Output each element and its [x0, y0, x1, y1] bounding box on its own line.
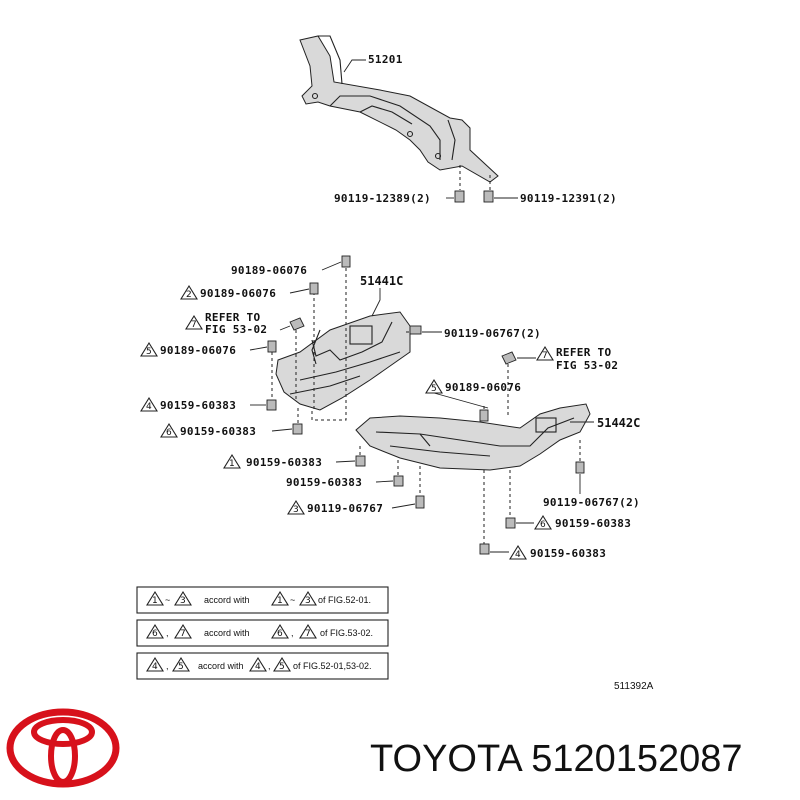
clip-icon: [290, 318, 304, 330]
svg-text:of FIG.52-01.: of FIG.52-01.: [318, 595, 371, 605]
svg-text:4: 4: [515, 550, 521, 560]
bolt-icon: [310, 283, 318, 294]
bolt-icon: [480, 410, 488, 421]
svg-text:of FIG.52-01,53-02.: of FIG.52-01,53-02.: [293, 661, 372, 671]
bolt-icon: [267, 400, 276, 410]
brand-name: TOYOTA: [370, 738, 521, 780]
label-90119-06767-3: 90119-06767: [307, 502, 383, 515]
label-90189-06076-5r: 90189-06076: [445, 381, 521, 394]
svg-text:,: ,: [166, 661, 169, 671]
bolt-icon: [342, 256, 350, 267]
brand-caption: TOYOTA 5120152087: [370, 738, 743, 781]
label-90189-06076-5: 90189-06076: [160, 344, 236, 357]
svg-text:accord with: accord with: [204, 628, 250, 638]
svg-text:of FIG.53-02.: of FIG.53-02.: [320, 628, 373, 638]
label-90119-06767-2x: 90119-06767(2): [444, 327, 541, 340]
under-cover-51442c: [356, 404, 590, 470]
label-90159-60383-6r: 90159-60383: [555, 517, 631, 530]
svg-text:,: ,: [166, 628, 169, 638]
svg-text:2: 2: [186, 290, 192, 300]
bolt-icon: [410, 326, 421, 334]
svg-text:4: 4: [152, 662, 158, 672]
svg-text:5: 5: [279, 662, 285, 672]
refer-to-label-right: REFER TO: [556, 346, 611, 359]
svg-text:7: 7: [305, 629, 311, 639]
label-90119-06767-2r: 90119-06767(2): [543, 496, 640, 509]
svg-text:4: 4: [146, 402, 152, 412]
note-row-3: 4 , 5 accord with 4 , 5 of FIG.52-01,53-…: [137, 653, 388, 679]
bolt-icon: [576, 462, 584, 473]
svg-text:3: 3: [305, 596, 311, 606]
svg-text:accord with: accord with: [198, 661, 244, 671]
svg-text:,: ,: [291, 628, 294, 638]
bolt-icon: [480, 544, 489, 554]
clip-icon: [502, 352, 516, 364]
svg-text:3: 3: [293, 505, 299, 515]
svg-text:5: 5: [431, 384, 437, 394]
svg-text:,: ,: [268, 661, 271, 671]
bolt-icon: [506, 518, 515, 528]
bolt-icon: [268, 341, 276, 352]
svg-text:~: ~: [290, 595, 295, 605]
label-51442c: 51442C: [597, 416, 640, 430]
svg-text:6: 6: [540, 520, 546, 530]
label-90159-60383-6: 90159-60383: [180, 425, 256, 438]
refer-fig-label-left: FIG 53-02: [205, 323, 267, 336]
label-90119-12389: 90119-12389(2): [334, 192, 431, 205]
svg-text:6: 6: [277, 629, 283, 639]
note-row-1: 1 ~ 3 accord with 1 ~ 3 of FIG.52-01.: [137, 587, 388, 613]
svg-text:7: 7: [191, 320, 197, 330]
svg-text:1: 1: [277, 596, 283, 606]
label-90159-60383-4r: 90159-60383: [530, 547, 606, 560]
part-number: 5120152087: [531, 738, 742, 780]
label-90189-06076-2: 90189-06076: [200, 287, 276, 300]
bolt-90119-12389: [455, 191, 464, 202]
svg-text:7: 7: [542, 351, 548, 361]
svg-text:4: 4: [255, 662, 261, 672]
diagram-code: 511392A: [614, 681, 654, 692]
bolt-icon: [394, 476, 403, 486]
label-51201: 51201: [368, 53, 403, 66]
label-90189-06076-top: 90189-06076: [231, 264, 307, 277]
label-90119-12391: 90119-12391(2): [520, 192, 617, 205]
toyota-logo-icon: [6, 708, 120, 788]
svg-text:5: 5: [146, 347, 152, 357]
svg-text:1: 1: [229, 459, 235, 469]
svg-text:1: 1: [152, 596, 158, 606]
note-row-2: 6 , 7 accord with 6 , 7 of FIG.53-02.: [137, 620, 388, 646]
label-51441c: 51441C: [360, 274, 403, 288]
svg-text:accord with: accord with: [204, 595, 250, 605]
svg-text:7: 7: [180, 629, 186, 639]
bolt-icon: [416, 496, 424, 508]
svg-text:~: ~: [165, 595, 170, 605]
svg-text:3: 3: [180, 596, 186, 606]
refer-fig-label-right: FIG 53-02: [556, 359, 618, 372]
label-90159-60383-4: 90159-60383: [160, 399, 236, 412]
label-90159-60383: 90159-60383: [286, 476, 362, 489]
svg-text:5: 5: [178, 662, 184, 672]
svg-text:6: 6: [166, 428, 172, 438]
svg-text:6: 6: [152, 629, 158, 639]
label-90159-60383-1: 90159-60383: [246, 456, 322, 469]
bolt-icon: [293, 424, 302, 434]
bolt-90119-12391: [484, 191, 493, 202]
bolt-icon: [356, 456, 365, 466]
